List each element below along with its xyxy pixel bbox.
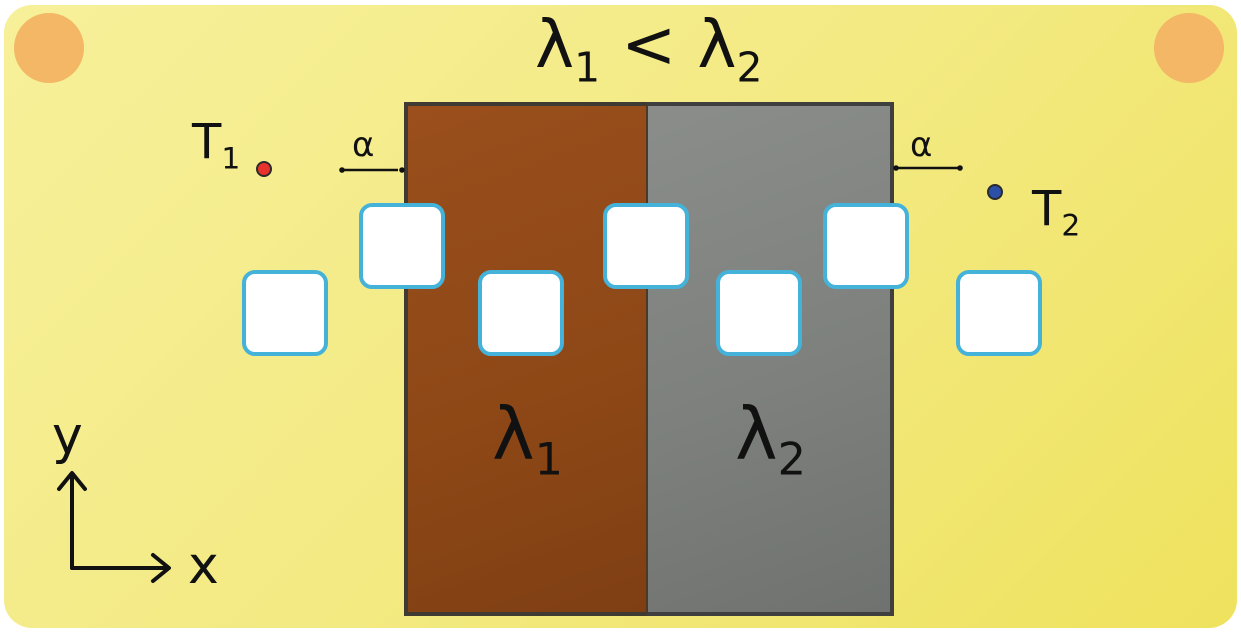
title-relation: < bbox=[621, 6, 677, 83]
title-lambda-2: λ2 bbox=[697, 6, 763, 92]
tile bbox=[603, 203, 689, 289]
corner-dot-right bbox=[1154, 13, 1224, 83]
material-label-1: λ1 bbox=[492, 392, 564, 486]
title-lambda-1: λ1 bbox=[535, 6, 601, 92]
temperature-point-2 bbox=[987, 184, 1003, 200]
tile bbox=[242, 270, 328, 356]
alpha-tick-left-a bbox=[339, 167, 345, 173]
temperature-point-1 bbox=[256, 161, 272, 177]
y-axis-label: y bbox=[52, 406, 83, 466]
tile bbox=[716, 270, 802, 356]
x-axis-label: x bbox=[188, 536, 219, 596]
alpha-tick-left-b bbox=[399, 167, 405, 173]
y-axis-arrowhead bbox=[57, 471, 87, 491]
corner-dot-left bbox=[14, 13, 84, 83]
tile bbox=[359, 203, 445, 289]
x-axis-arrowhead bbox=[151, 553, 171, 583]
tile bbox=[956, 270, 1042, 356]
title-inequality: λ1 < λ2 bbox=[535, 12, 762, 88]
tile bbox=[823, 203, 909, 289]
material-slab-2 bbox=[646, 102, 894, 616]
tile bbox=[478, 270, 564, 356]
alpha-tick-right-b bbox=[957, 165, 963, 171]
alpha-tick-right-a bbox=[893, 165, 899, 171]
heat-transfer-coefficient-right: α bbox=[910, 125, 933, 165]
temperature-label-2: T2 bbox=[1032, 181, 1081, 244]
heat-transfer-coefficient-left: α bbox=[352, 125, 375, 165]
material-label-2: λ2 bbox=[735, 392, 807, 486]
temperature-label-1: T1 bbox=[192, 114, 241, 177]
